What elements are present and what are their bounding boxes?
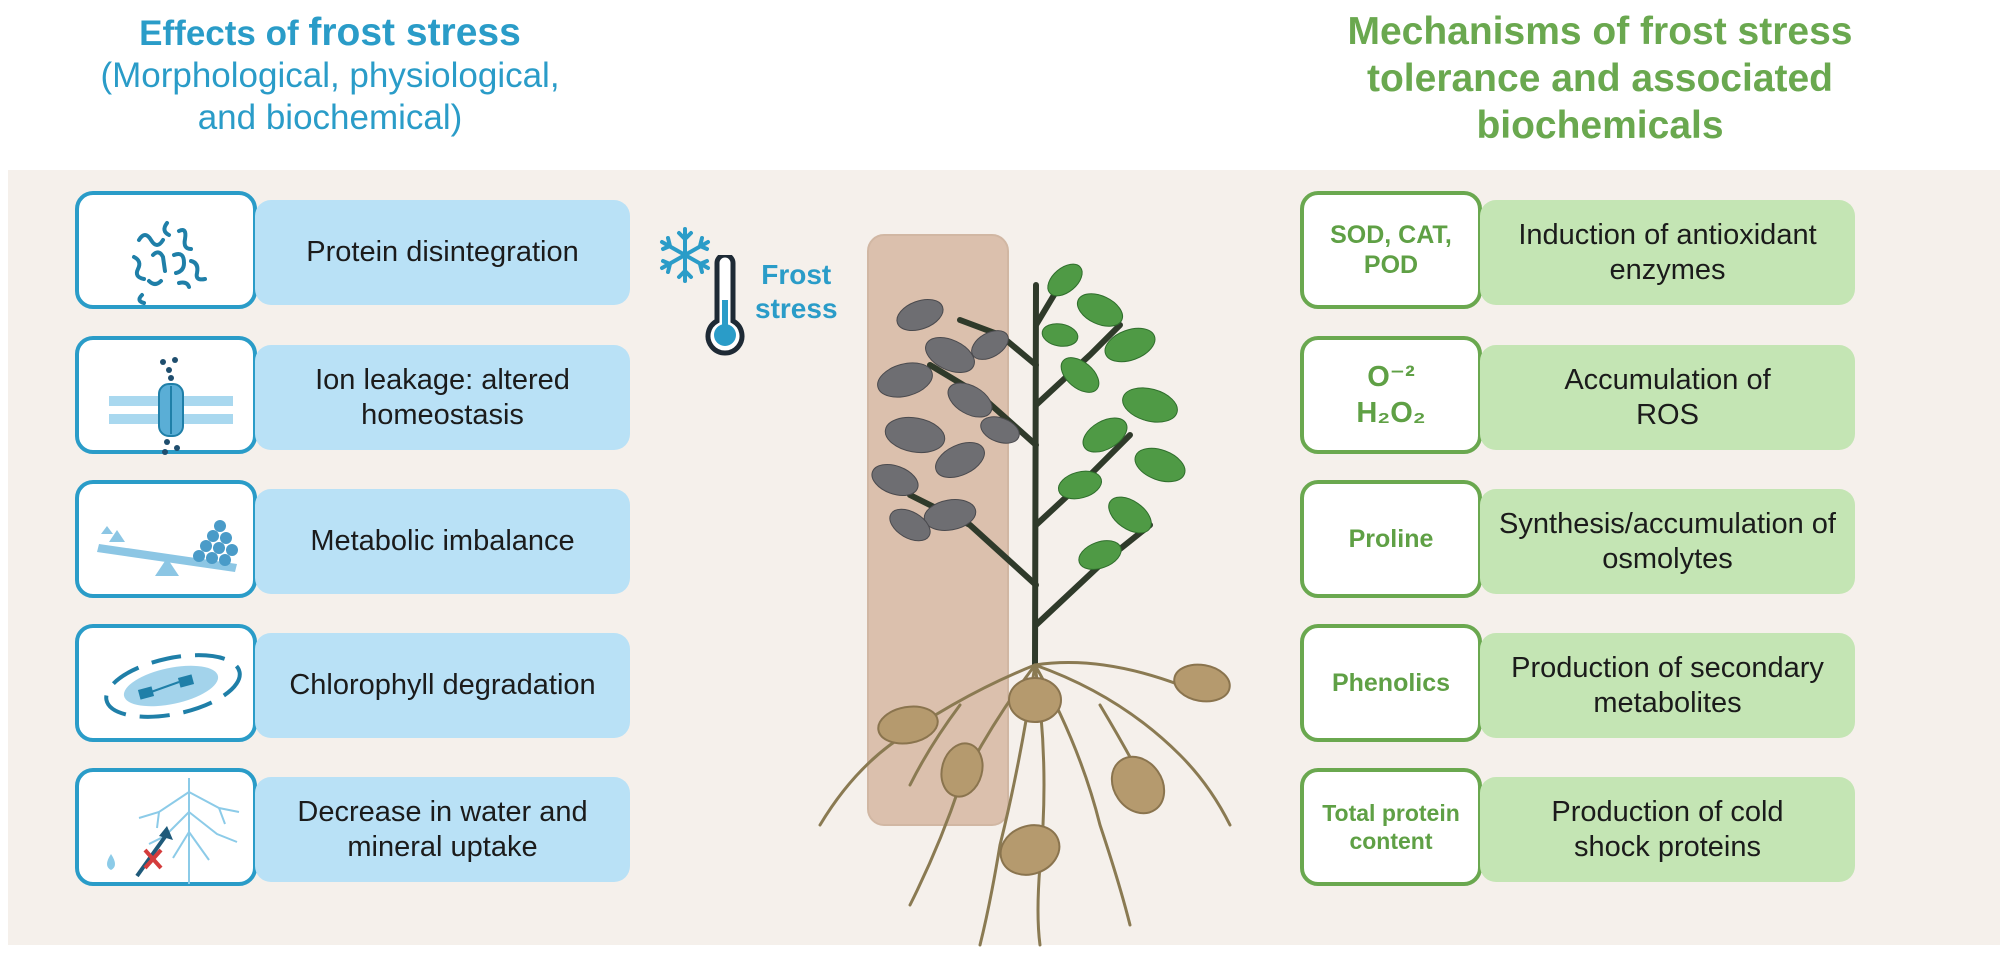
effect-icon-tile xyxy=(75,480,257,598)
effect-label-bar: Protein disintegration xyxy=(255,200,630,305)
mechanism-label: Induction of antioxidant enzymes xyxy=(1518,218,1817,286)
effect-label-bar: Chlorophyll degradation xyxy=(255,633,630,738)
mechanism-tag-tile: SOD, CAT, POD xyxy=(1300,191,1482,309)
mechanism-tag-line2: H₂O₂ xyxy=(1356,397,1426,429)
mechanism-tag-line1: O⁻² xyxy=(1367,361,1415,393)
protein-fragments-icon xyxy=(132,221,207,305)
effect-icon-tile xyxy=(75,768,257,886)
mechanism-tag: Phenolics xyxy=(1331,669,1451,697)
mechanism-item: SOD, CAT, POD Induction of antioxidant e… xyxy=(1300,191,1855,315)
effect-icon-tile xyxy=(75,336,257,455)
right-title-line1: Mechanisms of frost stress xyxy=(1347,10,1853,53)
chloroplast-icon xyxy=(104,653,242,719)
effect-label: Ion leakage: altered homeostasis xyxy=(315,363,570,431)
left-title: Effects of frost stress xyxy=(70,12,590,55)
frost-stress-label: Frost stress xyxy=(755,258,838,326)
mechanism-tag-tile: Total protein content xyxy=(1300,768,1482,886)
mechanism-label: Production of cold shock proteins xyxy=(1551,795,1784,863)
effect-label-bar: Ion leakage: altered homeostasis xyxy=(255,345,630,450)
right-heading: Mechanisms of frost stress tolerance and… xyxy=(1290,8,1910,149)
effect-label-bar: Metabolic imbalance xyxy=(255,489,630,594)
effect-label-bar: Decrease in water and mineral uptake xyxy=(255,777,630,882)
mechanism-tag-tile: O⁻² H₂O₂ xyxy=(1300,336,1482,454)
mechanism-label-bar: Production of cold shock proteins xyxy=(1480,777,1855,882)
mechanism-label: Accumulation of ROS xyxy=(1564,363,1771,431)
right-title-line2: tolerance and associated xyxy=(1366,57,1834,100)
mechanism-label-bar: Accumulation of ROS xyxy=(1480,345,1855,450)
effect-icon-tile xyxy=(75,624,257,742)
left-subtitle-line2: and biochemical) xyxy=(197,98,463,137)
effect-item: Decrease in water and mineral uptake xyxy=(75,768,630,892)
effect-icon-tile xyxy=(75,191,257,309)
mechanism-tag-tile: Phenolics xyxy=(1300,624,1482,742)
ion-channel-icon xyxy=(109,357,233,455)
left-title-emphasis: frost stress xyxy=(308,11,521,54)
effect-label: Protein disintegration xyxy=(306,236,579,268)
mechanism-label-bar: Production of secondary metabolites xyxy=(1480,633,1855,738)
effect-label: Metabolic imbalance xyxy=(310,525,575,557)
thermometer-icon xyxy=(705,255,745,356)
effect-item: Chlorophyll degradation xyxy=(75,624,630,748)
mechanism-label-bar: Synthesis/accumulation of osmolytes xyxy=(1480,489,1855,594)
mechanism-tag-tile: Proline xyxy=(1300,480,1482,598)
roots-water-icon xyxy=(107,778,240,884)
mechanism-label-bar: Induction of antioxidant enzymes xyxy=(1480,200,1855,305)
mechanism-item: Proline Synthesis/accumulation of osmoly… xyxy=(1300,480,1855,604)
mechanism-item: Phenolics Production of secondary metabo… xyxy=(1300,624,1855,748)
mechanism-tag: SOD, CAT, POD xyxy=(1330,221,1452,279)
right-title-line3: biochemicals xyxy=(1476,104,1724,147)
mechanism-item: O⁻² H₂O₂ Accumulation of ROS xyxy=(1300,336,1855,460)
effect-item: Protein disintegration xyxy=(75,191,630,315)
frost-label-line2: stress xyxy=(755,293,838,324)
left-title-prefix: Effects of xyxy=(139,14,309,53)
effect-label: Decrease in water and mineral uptake xyxy=(297,795,588,863)
seesaw-icon xyxy=(97,520,238,576)
mechanism-label: Production of secondary metabolites xyxy=(1511,651,1824,719)
mechanism-label: Synthesis/accumulation of osmolytes xyxy=(1499,507,1836,575)
mechanism-item: Total protein content Production of cold… xyxy=(1300,768,1855,892)
effect-item: Ion leakage: altered homeostasis xyxy=(75,336,630,460)
snowflake-icon xyxy=(660,227,710,283)
left-subtitle-line1: (Morphological, physiological, xyxy=(100,56,560,95)
mechanism-tag: Total protein content xyxy=(1322,800,1460,854)
effect-label: Chlorophyll degradation xyxy=(289,669,596,701)
left-heading: Effects of frost stress (Morphological, … xyxy=(70,12,590,139)
potato-plant-illustration xyxy=(818,234,1232,947)
frost-label-line1: Frost xyxy=(761,259,832,290)
mechanism-tag: Proline xyxy=(1348,525,1434,553)
effect-item: Metabolic imbalance xyxy=(75,480,630,604)
